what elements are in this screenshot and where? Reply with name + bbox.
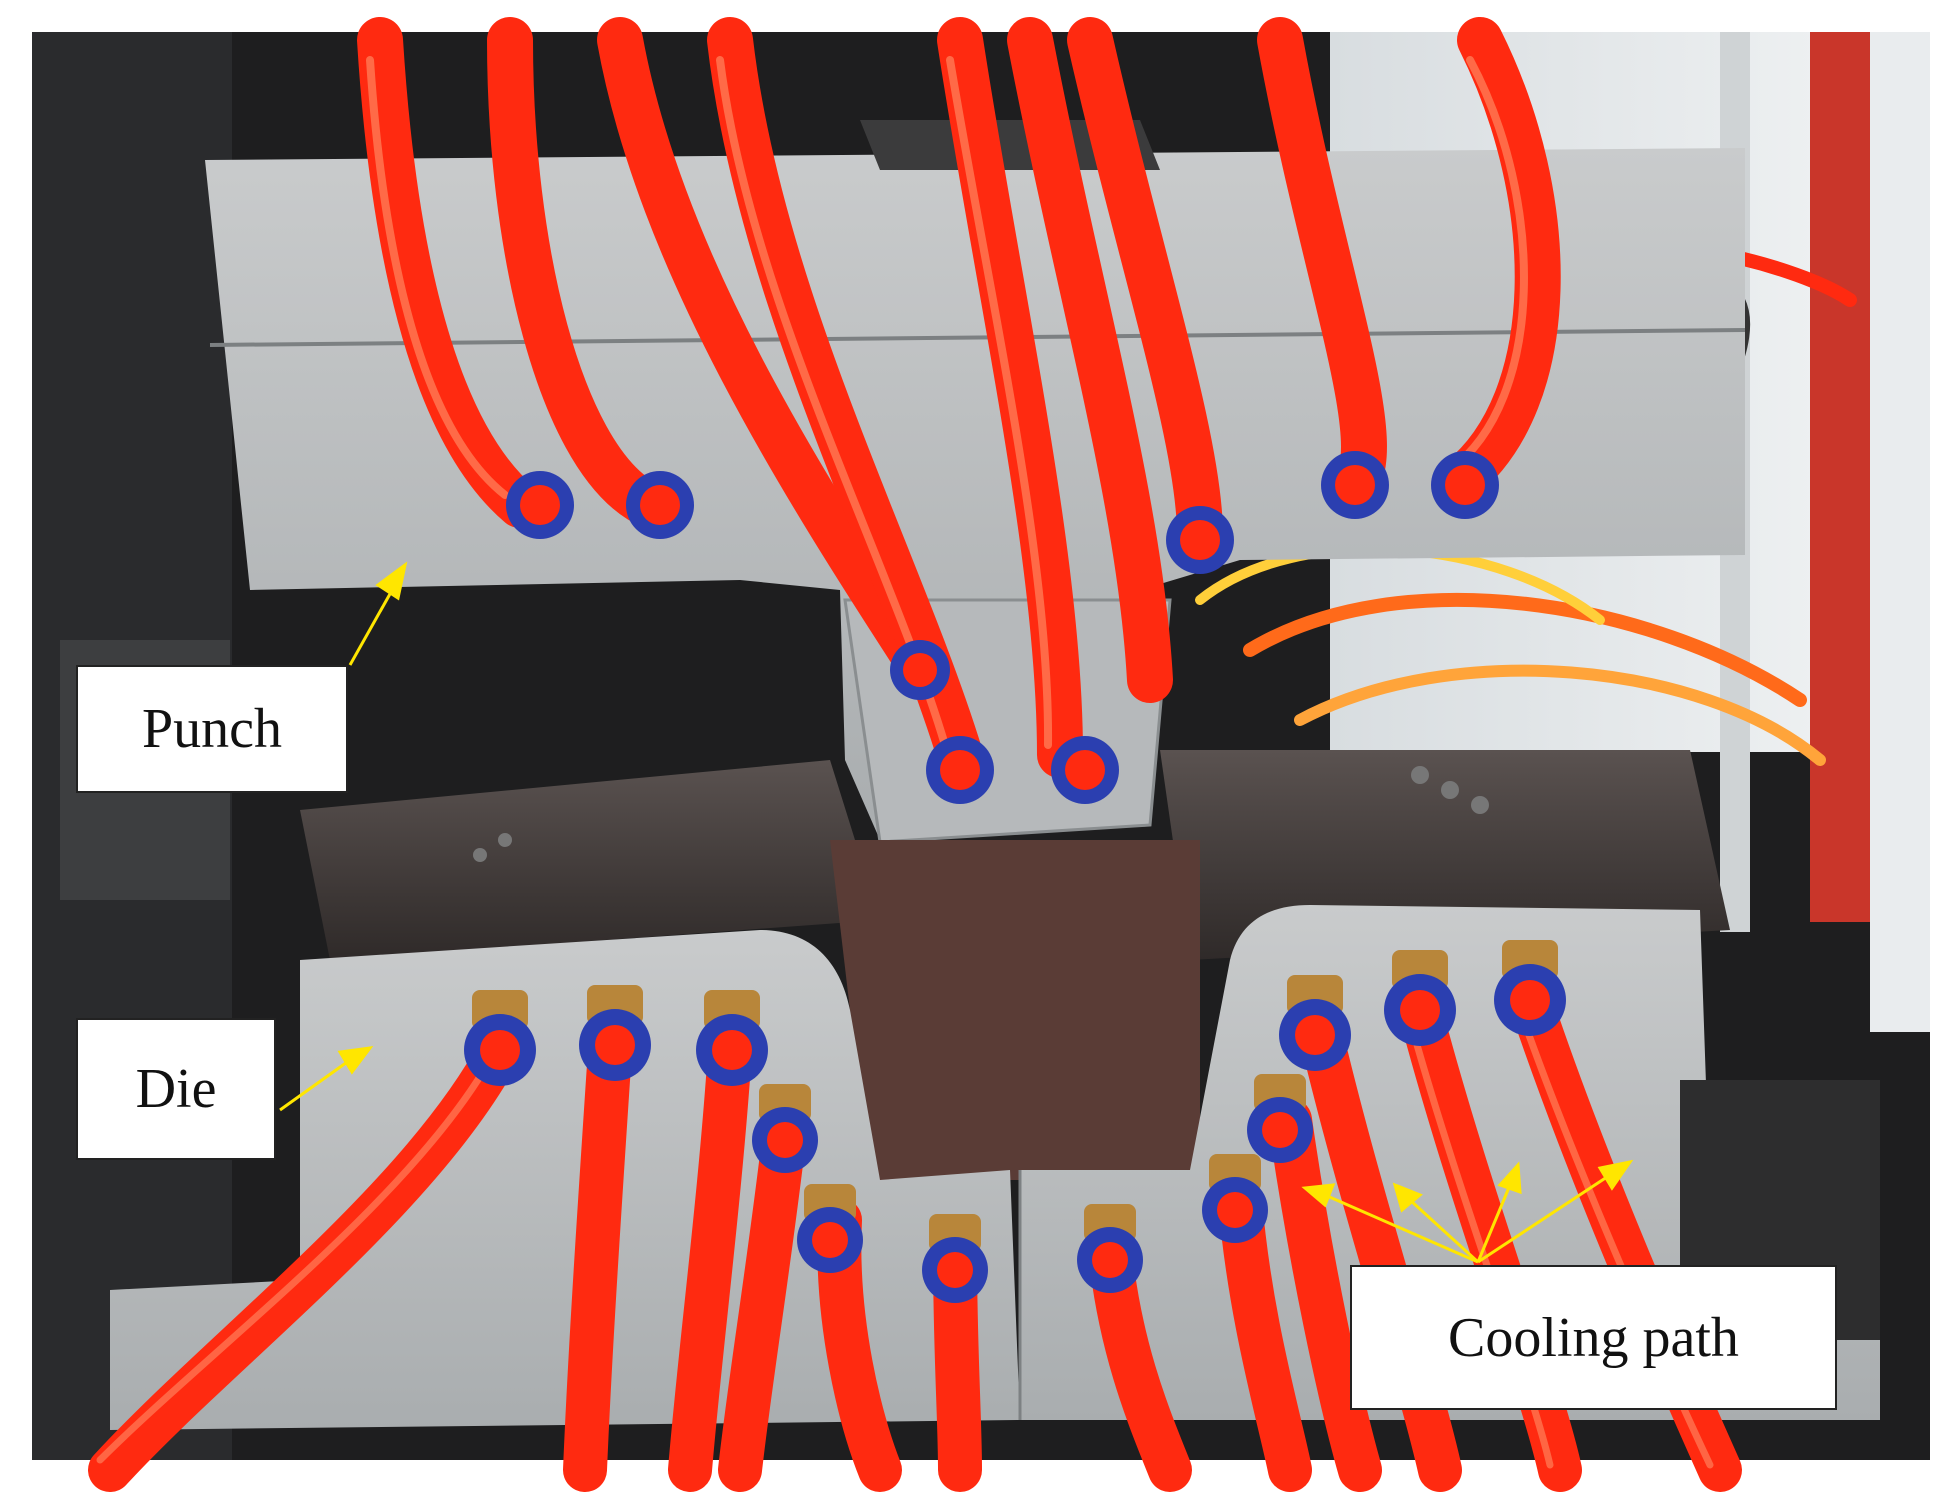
punch-label: Punch xyxy=(76,665,348,793)
annotation-arrows xyxy=(279,561,1634,1264)
die-fittings xyxy=(464,940,1566,1303)
die-label: Die xyxy=(76,1018,276,1160)
cooling-path-label: Cooling path xyxy=(1350,1265,1837,1410)
machine-pillar xyxy=(1810,32,1880,922)
punch-fittings xyxy=(506,451,1499,804)
